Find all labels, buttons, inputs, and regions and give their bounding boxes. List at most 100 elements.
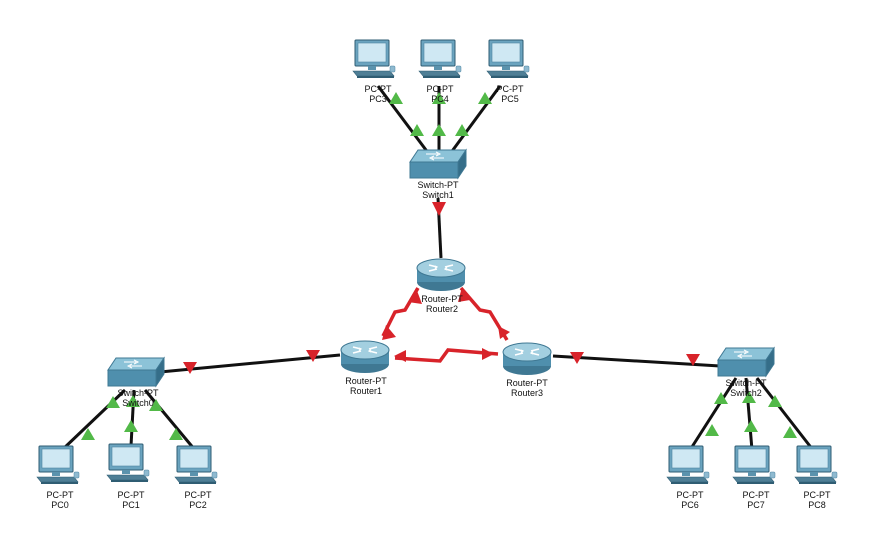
port-down-indicator bbox=[183, 362, 197, 374]
desktop-pc-icon bbox=[666, 445, 710, 485]
port-down-indicator bbox=[382, 325, 396, 340]
device-switch2[interactable]: Switch-PT Switch2 bbox=[717, 347, 775, 398]
port-down-indicator bbox=[570, 352, 584, 364]
device-pc7[interactable]: PC-PT PC7 bbox=[732, 445, 776, 510]
device-switch1[interactable]: Switch-PT Switch1 bbox=[409, 149, 467, 200]
device-name-label: Switch0 bbox=[122, 398, 154, 408]
port-up-indicator bbox=[742, 391, 756, 403]
port-up-indicator bbox=[106, 396, 120, 408]
port-status-layer bbox=[81, 92, 797, 440]
port-up-indicator bbox=[389, 92, 403, 104]
port-up-indicator bbox=[149, 399, 163, 411]
device-switch0[interactable]: Switch-PT Switch0 bbox=[107, 357, 165, 408]
port-up-indicator bbox=[432, 92, 446, 104]
port-up-indicator bbox=[81, 428, 95, 440]
network-router-icon bbox=[502, 342, 552, 376]
link-router2-router3[interactable] bbox=[459, 286, 509, 341]
device-pc0[interactable]: PC-PT PC0 bbox=[36, 445, 80, 510]
port-up-indicator bbox=[478, 92, 492, 104]
port-up-indicator bbox=[744, 420, 758, 432]
port-up-indicator bbox=[410, 124, 424, 136]
port-up-indicator bbox=[714, 392, 728, 404]
network-router-icon bbox=[416, 258, 466, 292]
link-switch0-pc2[interactable] bbox=[143, 389, 197, 451]
device-name-label: PC3 bbox=[369, 94, 387, 104]
device-name-label: PC8 bbox=[808, 500, 826, 510]
port-up-indicator bbox=[432, 124, 446, 136]
link-switch1-pc5[interactable] bbox=[445, 85, 502, 159]
device-name-label: Router3 bbox=[511, 388, 543, 398]
link-router1-router3[interactable] bbox=[394, 348, 499, 363]
device-name-label: Switch1 bbox=[422, 190, 454, 200]
link-switch1-pc3[interactable] bbox=[376, 85, 434, 159]
device-name-label: Router1 bbox=[350, 386, 382, 396]
device-type-label: Switch-PT bbox=[725, 378, 767, 388]
port-down-indicator bbox=[394, 350, 406, 362]
device-pc3[interactable]: PC-PT PC3 bbox=[352, 39, 396, 104]
desktop-pc-icon bbox=[418, 39, 462, 79]
device-type-label: Router-PT bbox=[506, 378, 548, 388]
device-pc4[interactable]: PC-PT PC4 bbox=[418, 39, 462, 104]
desktop-pc-icon bbox=[174, 445, 218, 485]
link-switch0-pc0[interactable] bbox=[60, 388, 127, 452]
device-router2[interactable]: Router-PT Router2 bbox=[416, 258, 466, 314]
device-pc5[interactable]: PC-PT PC5 bbox=[486, 39, 530, 104]
device-name-label: PC6 bbox=[681, 500, 699, 510]
device-type-label: Router-PT bbox=[345, 376, 387, 386]
device-pc6[interactable]: PC-PT PC6 bbox=[666, 445, 710, 510]
port-up-indicator bbox=[455, 124, 469, 136]
device-type-label: PC-PT bbox=[677, 490, 705, 500]
port-down-indicator bbox=[458, 287, 470, 302]
device-pc2[interactable]: PC-PT PC2 bbox=[174, 445, 218, 510]
device-type-label: Switch-PT bbox=[417, 180, 459, 190]
device-router1[interactable]: Router-PT Router1 bbox=[340, 340, 390, 396]
device-name-label: Router2 bbox=[426, 304, 458, 314]
network-switch-icon bbox=[107, 357, 165, 387]
device-router3[interactable]: Router-PT Router3 bbox=[502, 342, 552, 398]
port-down-indicator bbox=[482, 348, 494, 360]
desktop-pc-icon bbox=[352, 39, 396, 79]
port-up-indicator bbox=[169, 428, 183, 440]
network-switch-icon bbox=[409, 149, 467, 179]
device-type-label: PC-PT bbox=[185, 490, 213, 500]
port-down-indicator bbox=[306, 350, 320, 362]
device-type-label: PC-PT bbox=[497, 84, 525, 94]
port-up-indicator bbox=[126, 395, 140, 407]
port-down-indicator bbox=[432, 202, 446, 216]
desktop-pc-icon bbox=[732, 445, 776, 485]
device-type-label: Router-PT bbox=[421, 294, 463, 304]
port-up-indicator bbox=[783, 426, 797, 438]
device-name-label: PC5 bbox=[501, 94, 519, 104]
port-up-indicator bbox=[705, 424, 719, 436]
network-switch-icon bbox=[717, 347, 775, 377]
link-switch2-pc8[interactable] bbox=[755, 377, 815, 451]
link-switch2-pc6[interactable] bbox=[688, 377, 738, 451]
device-name-label: Switch2 bbox=[730, 388, 762, 398]
port-up-indicator bbox=[768, 395, 782, 407]
device-type-label: PC-PT bbox=[118, 490, 146, 500]
port-down-indicator bbox=[408, 288, 422, 304]
device-type-label: PC-PT bbox=[743, 490, 771, 500]
desktop-pc-icon bbox=[486, 39, 530, 79]
device-type-label: PC-PT bbox=[427, 84, 455, 94]
link-switch2-pc7[interactable] bbox=[744, 377, 754, 451]
device-pc1[interactable]: PC-PT PC1 bbox=[106, 443, 150, 510]
port-up-indicator bbox=[124, 420, 138, 432]
device-name-label: PC7 bbox=[747, 500, 765, 510]
device-pc8[interactable]: PC-PT PC8 bbox=[794, 445, 838, 510]
network-router-icon bbox=[340, 340, 390, 374]
device-name-label: PC0 bbox=[51, 500, 69, 510]
desktop-pc-icon bbox=[794, 445, 838, 485]
device-name-label: PC1 bbox=[122, 500, 140, 510]
desktop-pc-icon bbox=[106, 443, 150, 483]
device-type-label: PC-PT bbox=[47, 490, 75, 500]
device-name-label: PC4 bbox=[431, 94, 449, 104]
device-type-label: PC-PT bbox=[365, 84, 393, 94]
device-name-label: PC2 bbox=[189, 500, 207, 510]
device-type-label: Switch-PT bbox=[117, 388, 159, 398]
desktop-pc-icon bbox=[36, 445, 80, 485]
port-down-indicator bbox=[686, 354, 700, 366]
device-type-label: PC-PT bbox=[804, 490, 832, 500]
port-down-indicator bbox=[498, 326, 510, 339]
